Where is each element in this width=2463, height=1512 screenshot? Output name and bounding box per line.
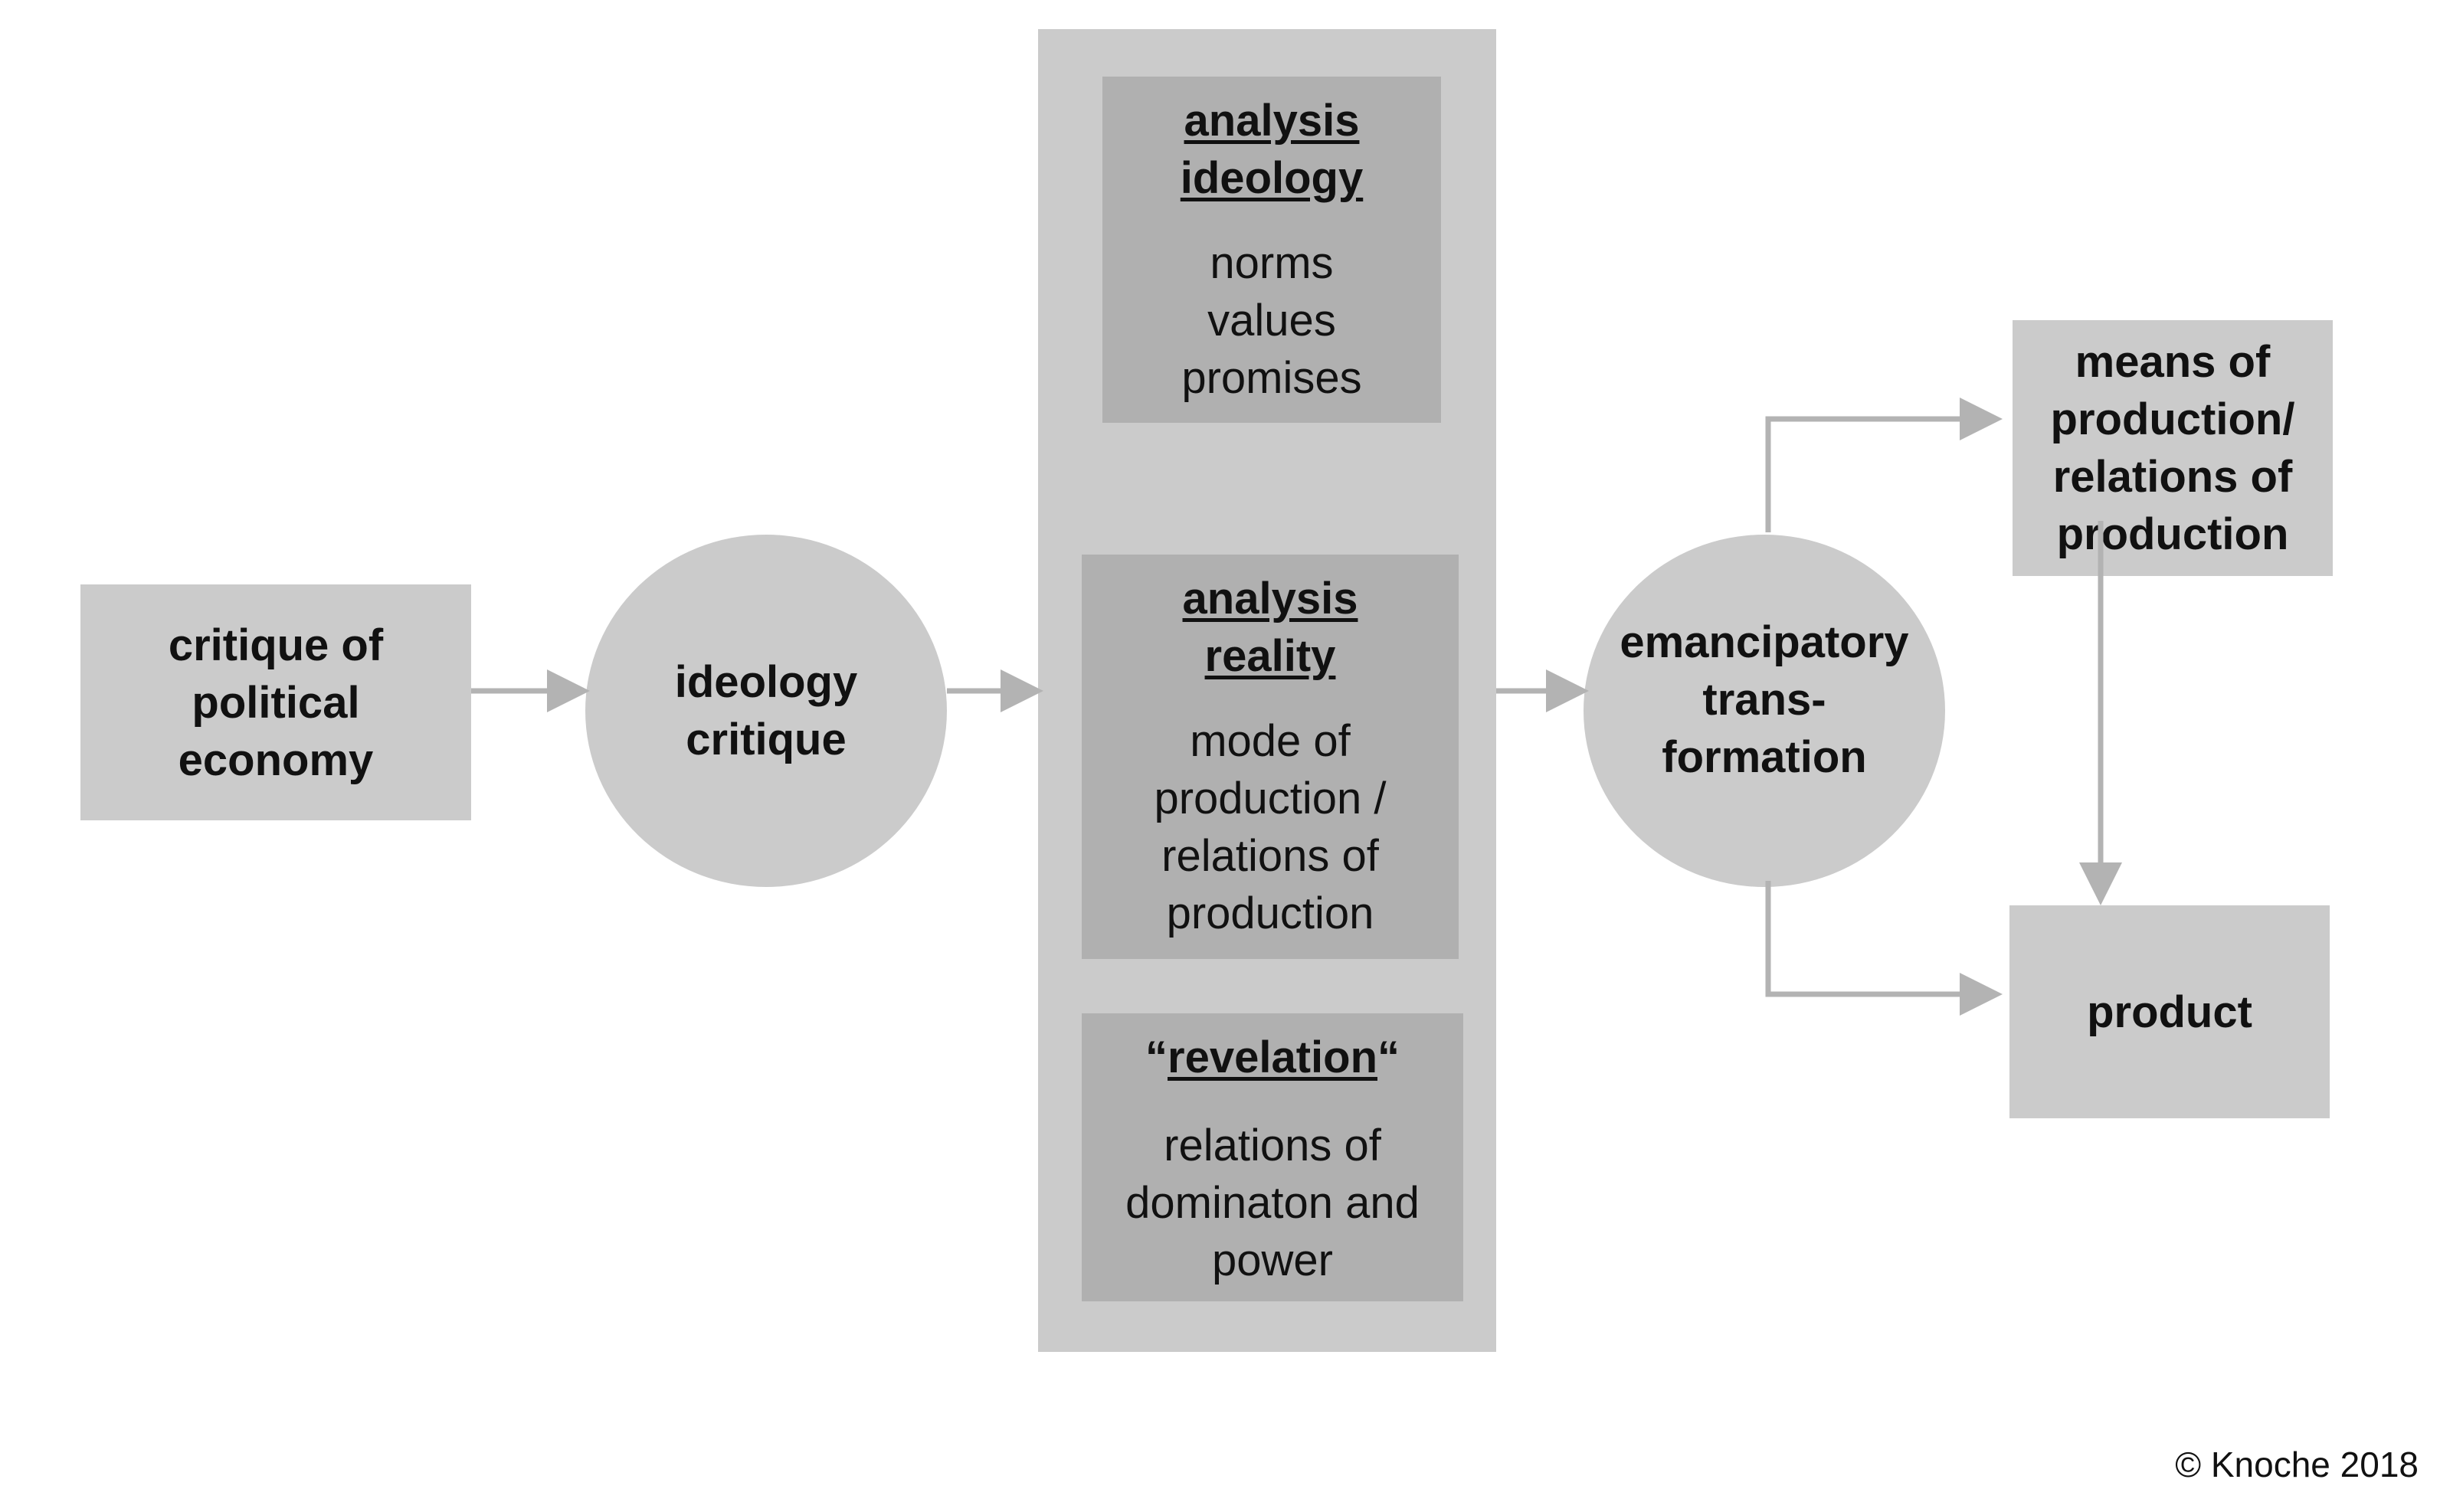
analysis-ideology-heading: analysis ideology xyxy=(1180,96,1364,203)
arrow-emancipatory-to-product xyxy=(1765,881,2003,1016)
analysis-reality-heading: analysis reality xyxy=(1182,574,1358,681)
analysis-ideology-body: norms values promises xyxy=(1181,238,1362,403)
ideology-critique-label: ideology critique xyxy=(674,657,858,764)
analysis-reality-body: mode of production / relations of produc… xyxy=(1154,716,1387,938)
ideology-critique-circle: ideology critique xyxy=(585,535,947,887)
revelation-open-quote: “ xyxy=(1145,1033,1168,1082)
revelation-close-quote: “ xyxy=(1377,1033,1400,1082)
product-label: product xyxy=(2087,987,2252,1037)
product-box: product xyxy=(2009,905,2330,1118)
critique-of-political-economy-label: critique of political economy xyxy=(168,620,384,785)
arrow-emancipatory-to-means xyxy=(1765,398,2003,532)
revelation-box: “revelation“ relations of dominaton and … xyxy=(1082,1013,1463,1301)
analysis-ideology-box: analysis ideology norms values promises xyxy=(1102,77,1441,423)
revelation-heading: revelation xyxy=(1168,1033,1377,1082)
revelation-body: relations of dominaton and power xyxy=(1125,1121,1420,1285)
analysis-reality-box: analysis reality mode of production / re… xyxy=(1082,555,1459,959)
emancipatory-transformation-circle: emancipatory trans- formation xyxy=(1584,535,1945,887)
means-of-production-label: means of production/ relations of produc… xyxy=(2050,337,2295,559)
critique-of-political-economy-box: critique of political economy xyxy=(80,584,471,820)
means-of-production-box: means of production/ relations of produc… xyxy=(2013,320,2333,576)
revelation-heading-row: “revelation“ xyxy=(1145,1029,1400,1086)
emancipatory-transformation-label: emancipatory trans- formation xyxy=(1620,617,1909,782)
copyright-text: © Knoche 2018 xyxy=(2175,1445,2419,1484)
